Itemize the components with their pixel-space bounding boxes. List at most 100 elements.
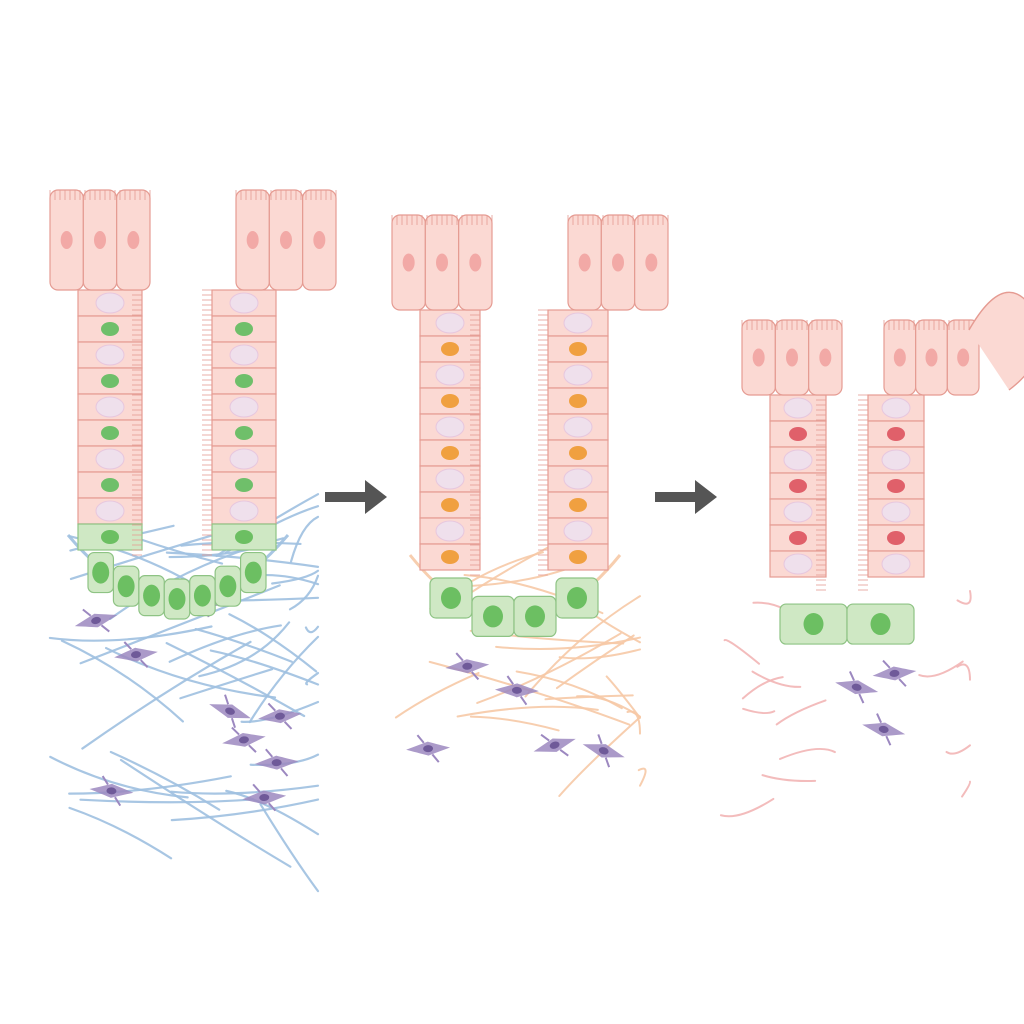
goblet-cell-icon xyxy=(563,364,593,386)
cell-nucleus xyxy=(569,394,587,408)
collagen-fiber-icon xyxy=(761,774,817,782)
goblet-cell-icon xyxy=(435,364,465,386)
fibroblast-nucleus xyxy=(274,712,285,720)
fibroblast-process xyxy=(876,713,892,746)
surface-nucleus xyxy=(786,348,798,367)
stem-cell-nucleus xyxy=(870,613,891,636)
fibroblast-icon xyxy=(533,733,576,757)
fibroblast-process xyxy=(506,675,528,706)
goblet-cell-icon xyxy=(229,292,259,314)
arrow-shaft xyxy=(325,492,367,502)
cell-nucleus xyxy=(235,426,253,440)
stem-cell-nucleus xyxy=(117,575,135,598)
crypt-base xyxy=(87,551,267,620)
collagen-fiber-icon xyxy=(305,671,320,686)
surface-epithelium xyxy=(49,189,151,291)
cell-nucleus xyxy=(441,550,459,564)
goblet-cell-icon xyxy=(435,520,465,542)
collagen-fiber-icon xyxy=(956,590,972,605)
fibroblast-icon xyxy=(222,726,266,753)
collagen-fiber-icon xyxy=(228,613,318,673)
cell-nucleus xyxy=(569,498,587,512)
fibroblast-process xyxy=(455,652,480,681)
collagen-fiber-icon xyxy=(394,671,480,719)
cell-nucleus xyxy=(569,446,587,460)
collagen-fiber-icon xyxy=(49,755,189,799)
surface-nucleus xyxy=(436,253,448,272)
collagen-fiber-icon xyxy=(775,699,827,726)
collagen-fiber-icon xyxy=(136,537,224,565)
collagen-matrix xyxy=(719,590,972,818)
collagen-fiber-icon xyxy=(524,595,641,698)
surface-epithelium xyxy=(391,214,493,311)
cell-nucleus xyxy=(101,374,119,388)
fibroblast-nucleus xyxy=(259,794,270,802)
fibroblast-icon xyxy=(254,748,299,777)
crypt-panel-healthy xyxy=(48,189,337,893)
fibroblast-nucleus xyxy=(106,787,117,795)
fibroblast-icon xyxy=(74,608,118,633)
collagen-fiber-icon xyxy=(918,660,964,678)
stem-cell-nucleus xyxy=(143,584,161,607)
collagen-fiber-icon xyxy=(741,676,784,700)
fibroblast-nucleus xyxy=(423,745,434,753)
goblet-cell-icon xyxy=(435,312,465,334)
goblet-cell-icon xyxy=(95,292,125,314)
cell-nucleus xyxy=(101,426,119,440)
stem-cell-nucleus xyxy=(193,584,211,607)
cell-nucleus xyxy=(235,322,253,336)
surface-nucleus xyxy=(94,231,106,249)
fibroblast-nucleus xyxy=(462,662,473,670)
collagen-fiber-icon xyxy=(495,636,641,650)
goblet-cell-icon xyxy=(95,344,125,366)
microvilli-brush-border xyxy=(741,320,843,330)
cell-nucleus xyxy=(101,322,119,336)
fibroblast-nucleus xyxy=(238,736,249,744)
fibroblast-process xyxy=(597,734,611,768)
collagen-fiber-icon xyxy=(69,534,214,581)
crypt-panel-intermediate xyxy=(391,214,669,797)
stem-cell-nucleus xyxy=(567,587,587,610)
collagen-fiber-icon xyxy=(68,806,173,860)
collagen-fiber-icon xyxy=(605,675,641,719)
stem-cell-nucleus xyxy=(441,587,461,610)
fibroblast-process xyxy=(849,671,865,704)
crypt-base xyxy=(429,577,599,638)
cell-nucleus xyxy=(235,478,253,492)
collagen-fiber-icon xyxy=(60,639,184,723)
collagen-fiber-icon xyxy=(961,780,972,798)
collagen-fiber-icon xyxy=(288,574,320,611)
goblet-cell-icon xyxy=(881,553,911,575)
cell-nucleus xyxy=(101,478,119,492)
cell-nucleus xyxy=(569,550,587,564)
goblet-cell-icon xyxy=(229,448,259,470)
arrow-right-icon xyxy=(655,480,717,514)
collagen-fiber-icon xyxy=(476,632,622,704)
goblet-cell-icon xyxy=(783,449,813,471)
fibroblast-nucleus xyxy=(598,747,609,755)
collagen-fiber-icon xyxy=(456,705,599,718)
collagen-fiber-icon xyxy=(779,747,836,760)
fibroblast-nucleus xyxy=(889,669,900,677)
cell-nucleus xyxy=(441,446,459,460)
surface-epithelium xyxy=(235,189,337,291)
collagen-fiber-icon xyxy=(225,789,320,836)
fibroblast-icon xyxy=(862,713,906,746)
microvilli-brush-border xyxy=(49,190,151,200)
budding-crypt-outgrowth xyxy=(968,291,1024,391)
surface-nucleus xyxy=(819,348,832,367)
arrow-shaft xyxy=(655,492,697,502)
collagen-fiber-icon xyxy=(751,670,802,688)
fibroblast-icon xyxy=(114,641,158,668)
collagen-fiber-icon xyxy=(194,628,293,663)
surface-nucleus xyxy=(578,253,591,272)
fibroblast-process xyxy=(231,726,257,753)
collagen-fiber-icon xyxy=(945,744,971,755)
fibroblast-process xyxy=(224,694,236,728)
surface-nucleus xyxy=(957,348,970,367)
cell-nucleus xyxy=(789,531,807,545)
goblet-cell-icon xyxy=(783,397,813,419)
microvilli-brush-border xyxy=(235,190,337,200)
fibroblast-icon xyxy=(494,675,539,706)
